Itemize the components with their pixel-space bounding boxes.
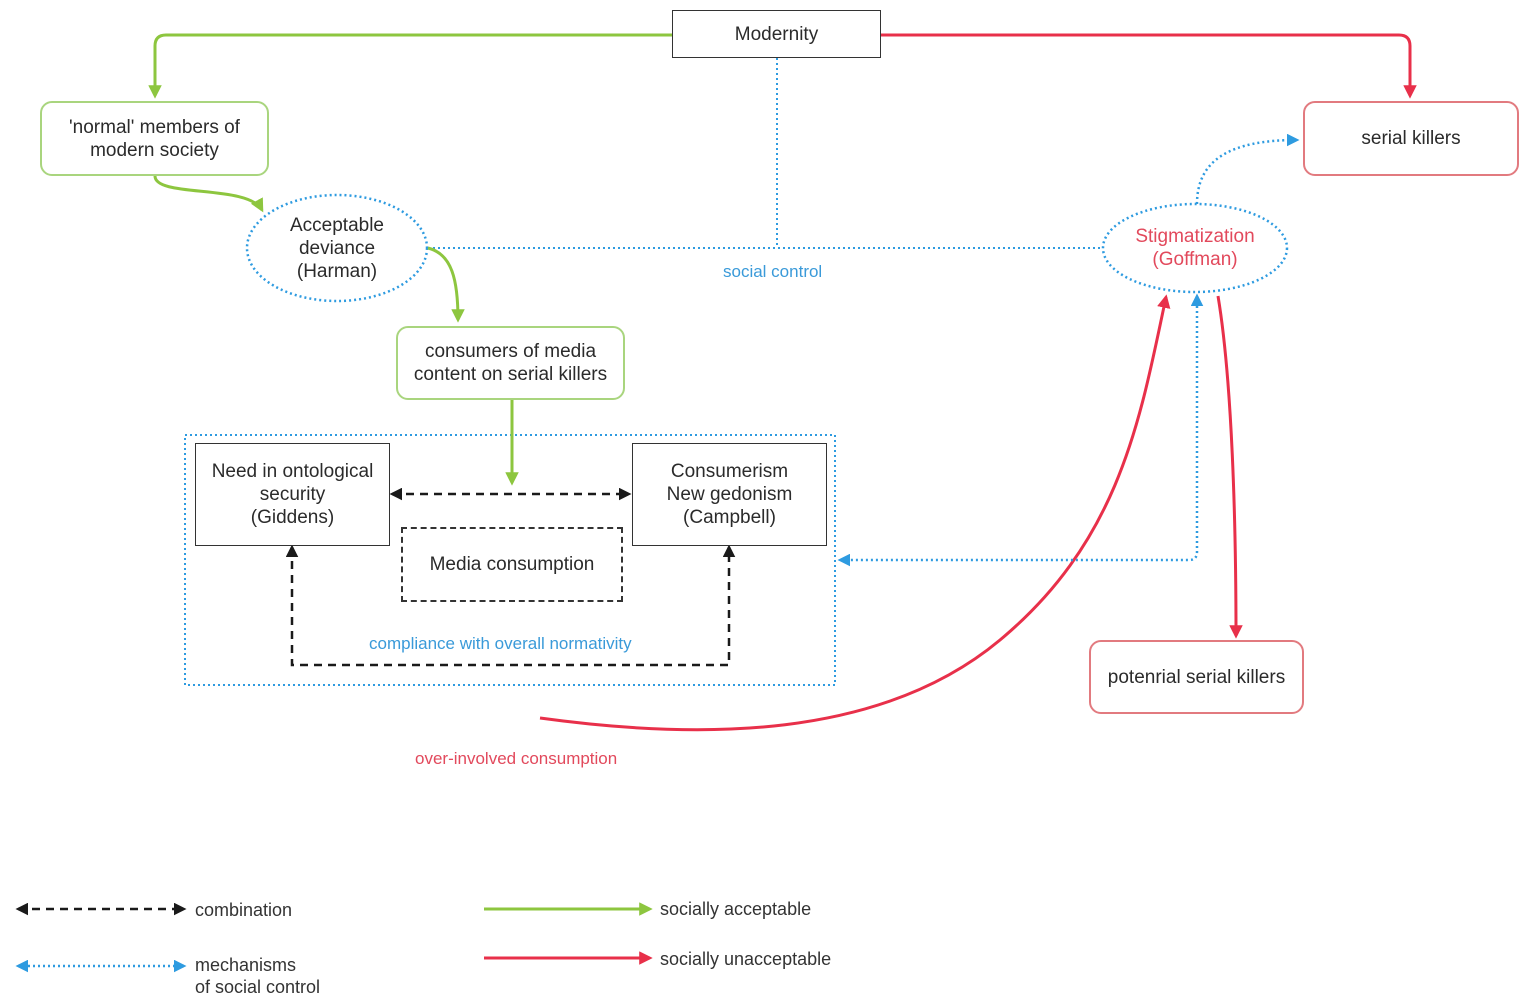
social-control-feedback-arrow	[837, 293, 1204, 567]
consumers-media-node: consumers of media content on serial kil…	[396, 326, 625, 400]
modernity-label: Modernity	[734, 23, 819, 45]
normal-to-deviance-arrow	[153, 175, 264, 213]
stigmatization-label: Stigmatization (Goffman)	[1135, 226, 1255, 270]
consumerism-node: Consumerism New gedonism (Campbell)	[632, 443, 827, 546]
media-consumption-label: Media consumption	[429, 554, 595, 575]
modernity-to-normal-arrow	[148, 33, 672, 99]
compliance-loop-arrow	[285, 544, 736, 667]
stigmatization-to-serial-killers-arrow	[1195, 133, 1300, 205]
ontological-security-label: Need in ontological security (Giddens)	[211, 461, 374, 528]
normativity-group-box	[184, 434, 836, 686]
over-involved-label: over-involved consumption	[415, 749, 618, 768]
legend-acceptable-label: socially acceptable	[660, 899, 812, 919]
consumers-media-label: consumers of media content on serial kil…	[413, 341, 608, 385]
consumerism-label: Consumerism New gedonism (Campbell)	[666, 461, 793, 528]
serial-killers-node: serial killers	[1303, 101, 1519, 176]
normal-members-node: 'normal' members of modern society	[40, 101, 269, 176]
media-consumption-node: Media consumption	[401, 527, 623, 602]
normal-members-label: 'normal' members of modern society	[69, 116, 240, 161]
deviance-to-consumers-arrow	[427, 246, 465, 323]
legend-combination-label: combination	[195, 900, 293, 920]
potential-serial-killers-node: potenrial serial killers	[1089, 640, 1304, 714]
modernity-node: Modernity	[672, 10, 881, 58]
acceptable-deviance-label: Acceptable deviance (Harman)	[289, 214, 384, 282]
social-control-label: social control	[723, 262, 823, 281]
compliance-label: compliance with overall normativity	[369, 634, 632, 653]
legend-social-control-label: mechanisms of social control	[195, 955, 321, 997]
legend-unacceptable-label: socially unacceptable	[660, 949, 832, 969]
stigmatization-to-potential-arrow	[1216, 295, 1243, 639]
acceptable-deviance-ellipse	[245, 193, 429, 303]
stigmatization-ellipse	[1101, 202, 1289, 294]
serial-killers-label: serial killers	[1361, 128, 1461, 149]
potential-serial-killers-label: potenrial serial killers	[1107, 666, 1286, 688]
modernity-to-serial-killers-arrow	[881, 33, 1417, 99]
ontological-security-node: Need in ontological security (Giddens)	[195, 443, 390, 546]
